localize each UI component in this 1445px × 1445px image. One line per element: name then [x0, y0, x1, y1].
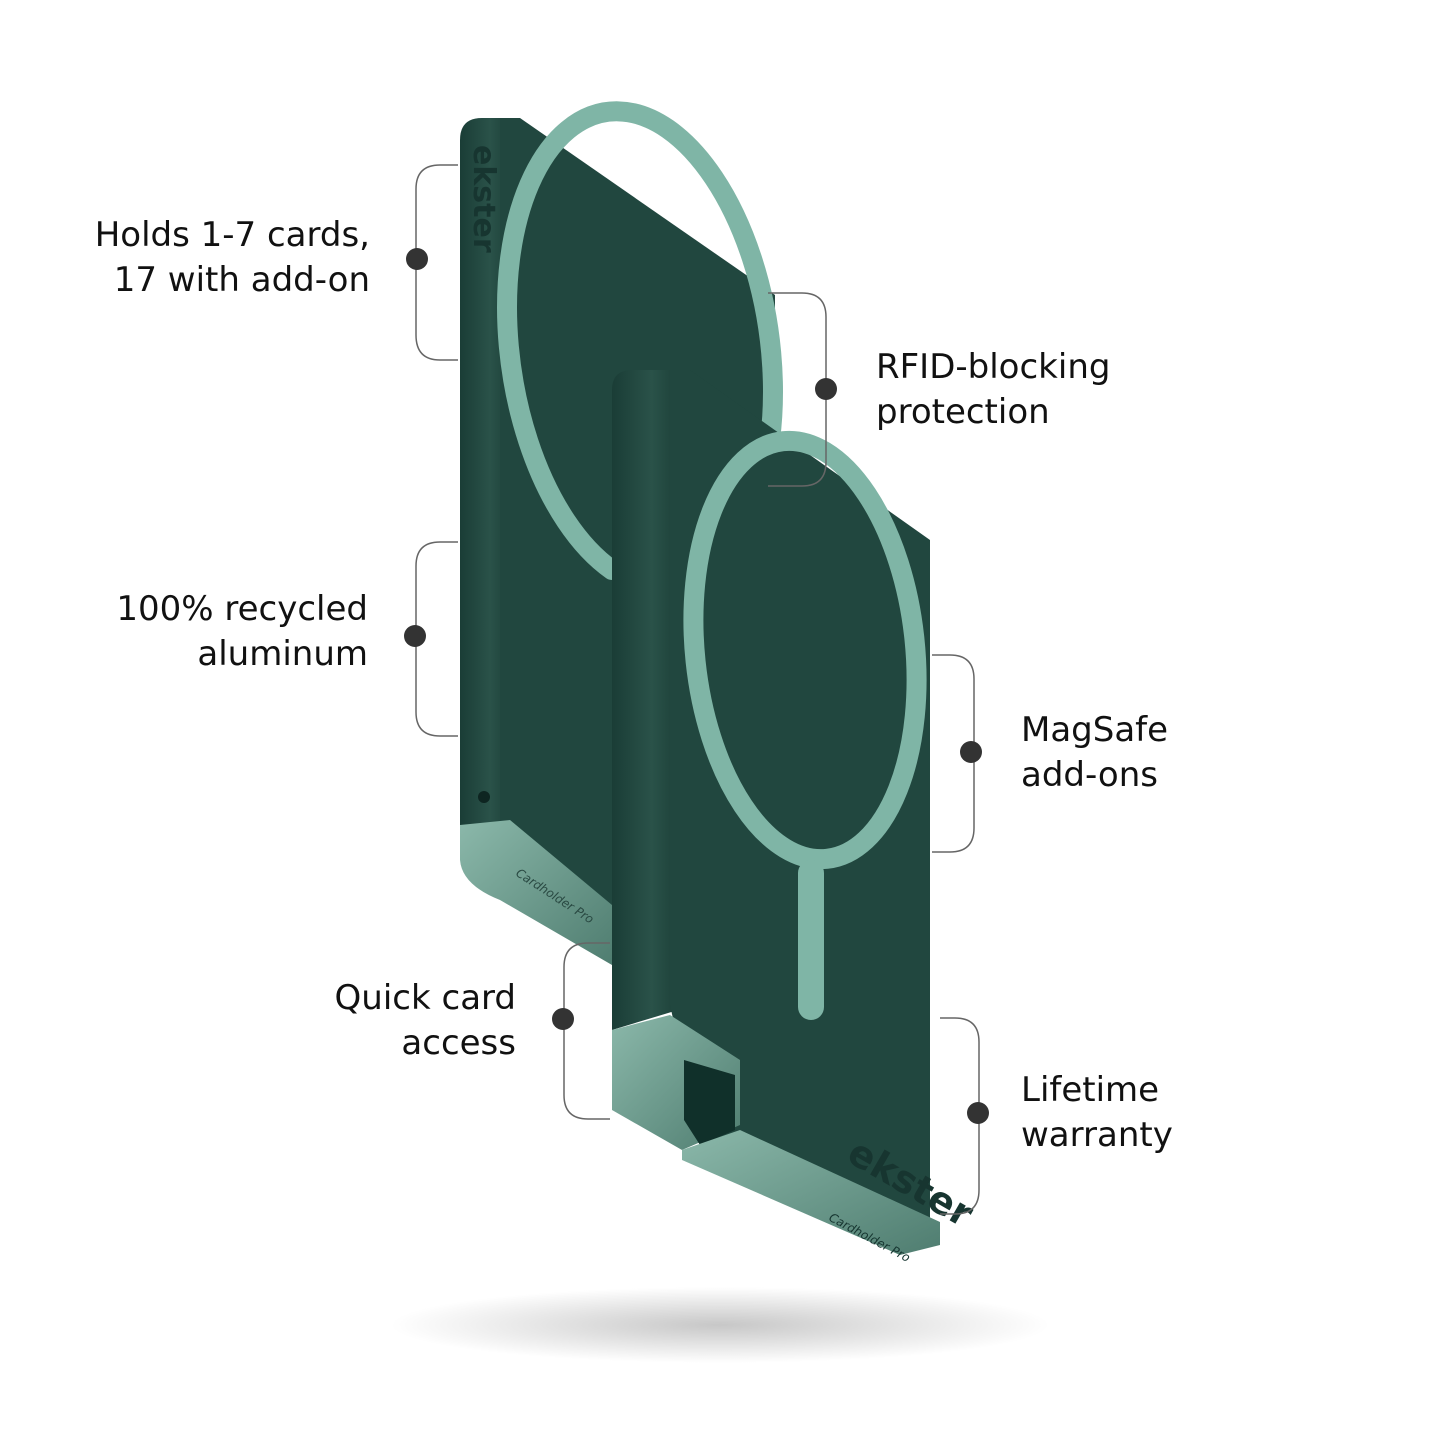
front-wallet: ekster Cardholder Pro	[612, 370, 981, 1265]
feature-label-access: Quick card access	[335, 976, 516, 1066]
front-wallet-spine	[612, 370, 678, 1030]
back-wallet-brand: ekster	[466, 145, 501, 253]
feature-label-line: 17 with add-on	[113, 260, 370, 300]
feature-label-line: RFID-blocking	[876, 347, 1111, 387]
feature-label-line: Holds 1-7 cards,	[94, 215, 370, 255]
card-access-slot	[684, 1060, 735, 1145]
feature-label-warranty: Lifetime warranty	[1021, 1068, 1173, 1158]
feature-label-capacity: Holds 1-7 cards, 17 with add-on	[95, 213, 370, 303]
front-wallet-alignment-pill	[798, 860, 824, 1020]
callout-dot-access	[552, 1008, 574, 1030]
back-wallet-bottom-cap	[460, 820, 612, 965]
floor-shadow	[390, 1287, 1050, 1363]
feature-label-line: add-ons	[1021, 755, 1158, 795]
feature-label-aluminum: 100% recycled aluminum	[116, 587, 368, 677]
feature-label-line: MagSafe	[1021, 710, 1169, 750]
back-wallet-magsafe-ring	[496, 101, 783, 580]
front-wallet-magsafe-ring	[683, 430, 927, 870]
feature-label-line: protection	[876, 392, 1050, 432]
feature-label-line: Quick card	[334, 978, 516, 1018]
back-wallet-button	[478, 791, 490, 803]
feature-label-rfid: RFID-blocking protection	[876, 345, 1110, 435]
front-wallet-face	[670, 370, 940, 1232]
callout-dot-warranty	[967, 1102, 989, 1124]
callout-dot-capacity	[406, 248, 428, 270]
callout-dot-magsafe	[960, 741, 982, 763]
feature-label-line: aluminum	[197, 634, 368, 674]
feature-label-line: warranty	[1021, 1115, 1173, 1155]
callout-dot-rfid	[815, 378, 837, 400]
callout-dot-aluminum	[404, 625, 426, 647]
feature-label-magsafe: MagSafe add-ons	[1021, 708, 1168, 798]
feature-label-line: 100% recycled	[116, 589, 368, 629]
callout-bracket-access	[563, 942, 610, 1120]
feature-label-line: access	[401, 1023, 516, 1063]
feature-label-line: Lifetime	[1021, 1070, 1160, 1110]
front-wallet-bottom-plate	[682, 1130, 940, 1255]
